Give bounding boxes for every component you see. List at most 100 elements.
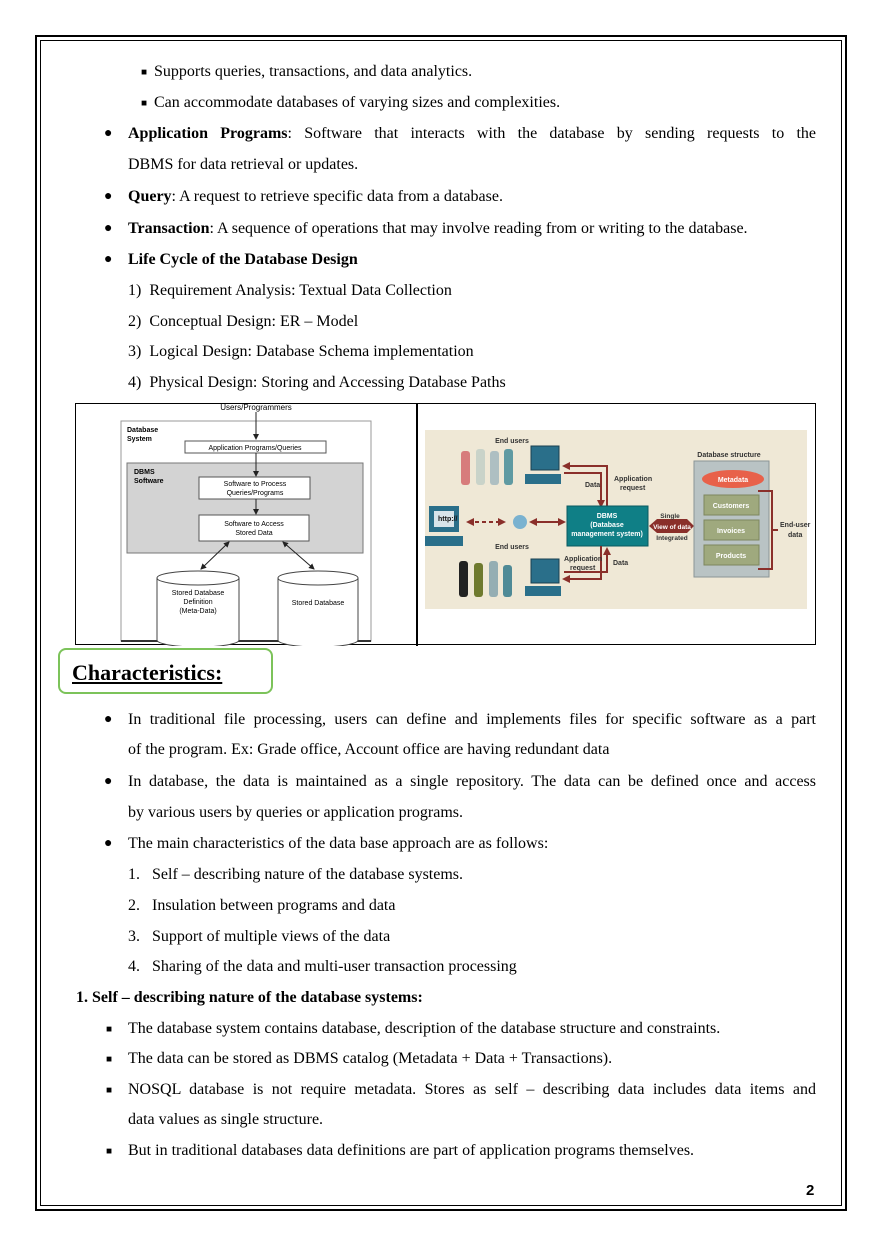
life-cycle-item: 1) Requirement Analysis: Textual Data Co…	[128, 281, 452, 301]
bullet-icon: ●	[104, 836, 113, 851]
definition-text: DBMS for data retrieval or updates.	[128, 156, 359, 173]
item-text: Self – describing nature of the database…	[152, 866, 464, 883]
bullet-icon: ●	[104, 774, 113, 789]
end-user-data-label: End-user	[780, 522, 811, 529]
dbms-label: management system)	[571, 531, 643, 538]
definition-query: Query: A request to retrieve specific da…	[128, 187, 503, 207]
products-box	[703, 544, 760, 566]
structure-title: Database structure	[697, 452, 761, 459]
characteristic-item: 4. Sharing of the data and multi-user tr…	[128, 957, 517, 977]
view-arrow-icon	[649, 519, 694, 533]
access-label: Stored Data	[235, 530, 272, 537]
app-request-label: request	[620, 485, 646, 492]
characteristics-heading-box	[58, 648, 273, 694]
metadata-label: (Meta-Data)	[179, 608, 216, 615]
system-label: System	[127, 436, 152, 443]
data-label: Data	[585, 482, 600, 489]
life-cycle-heading: Life Cycle of the Database Design	[128, 250, 358, 270]
square-bullet-icon: ■	[106, 1054, 113, 1065]
square-bullet-icon: ■	[106, 1146, 113, 1157]
single-label: Single	[660, 513, 680, 520]
characteristic-bullet: In database, the data is maintained as a…	[128, 773, 816, 790]
item-number: 1.	[128, 866, 140, 883]
products-label: Products	[716, 553, 746, 560]
dbms-label: DBMS	[597, 513, 618, 520]
dbms-label: (Database	[590, 522, 624, 529]
app-request-label: Application	[614, 476, 652, 483]
integrated-label: Integrated	[656, 535, 687, 542]
metadata-oval	[702, 470, 764, 488]
process-label: Software to Process	[224, 481, 287, 488]
life-cycle-item: 4) Physical Design: Storing and Accessin…	[128, 373, 506, 393]
life-cycle-item: 2) Conceptual Design: ER – Model	[128, 312, 358, 332]
bullet-icon: ●	[104, 221, 113, 236]
users-label: Users/Programmers	[220, 404, 292, 412]
customers-label: Customers	[713, 503, 750, 510]
characteristic-item: 2. Insulation between programs and data	[128, 896, 395, 916]
bullet-icon: ●	[104, 712, 113, 727]
process-box	[198, 476, 311, 500]
stored-db-label: Stored Database	[292, 600, 345, 607]
computer-top-icon	[525, 445, 561, 484]
term: Query	[128, 188, 172, 205]
data-label: Data	[613, 560, 628, 567]
definition-transaction: Transaction: A sequence of operations th…	[128, 219, 748, 239]
page-border	[35, 35, 847, 1211]
definition-text: : A request to retrieve specific data fr…	[171, 188, 503, 205]
square-bullet-icon: ■	[141, 98, 148, 109]
item-number: 3)	[128, 343, 142, 360]
square-bullet-icon: ■	[106, 1024, 113, 1035]
web-computer-icon	[425, 506, 463, 546]
figure-panel: Users/Programmers Database System Applic…	[75, 403, 816, 648]
process-label: Queries/Programs	[227, 490, 284, 497]
computer-bottom-icon	[525, 558, 561, 596]
characteristic-item: 3. Support of multiple views of the data	[128, 927, 390, 947]
dbms-environment-diagram: End users http:// End users	[425, 430, 811, 609]
item-number: 3.	[128, 928, 140, 945]
section-bullet: But in traditional databases data defini…	[128, 1142, 695, 1159]
item-number: 4)	[128, 374, 142, 391]
http-label: http://	[438, 516, 457, 523]
system-label: Database	[127, 427, 158, 434]
item-text: Logical Design: Database Schema implemen…	[149, 343, 474, 360]
invoices-box	[703, 519, 760, 541]
network-globe-icon	[513, 515, 527, 529]
term: Transaction	[128, 220, 210, 237]
square-bullet-icon: ■	[141, 67, 148, 78]
app-request-label: request	[570, 565, 596, 572]
end-user-data-label: data	[788, 532, 803, 539]
bullet-icon: ●	[104, 252, 113, 267]
metadata-cylinder: Stored Database Definition (Meta-Data)	[156, 570, 240, 648]
life-cycle-item: 3) Logical Design: Database Schema imple…	[128, 342, 474, 362]
app-programs-label: Application Programs/Queries	[209, 445, 302, 452]
page-number: 2	[806, 1182, 815, 1199]
characteristic-bullet: The main characteristics of the data bas…	[128, 835, 549, 852]
dbms-label: DBMS	[134, 469, 155, 476]
item-text: Support of multiple views of the data	[152, 928, 391, 945]
sub-bullet: Supports queries, transactions, and data…	[154, 63, 473, 80]
characteristics-heading: Characteristics:	[72, 660, 223, 685]
section-bullet: The data can be stored as DBMS catalog (…	[128, 1050, 613, 1067]
bullet-icon: ●	[104, 126, 113, 141]
section-bullet: The database system contains database, d…	[128, 1020, 721, 1037]
bullet-icon: ●	[104, 189, 113, 204]
access-label: Software to Access	[224, 521, 284, 528]
section-bullet: NOSQL database is not require metadata. …	[128, 1081, 816, 1098]
characteristic-bullet-cont: by various users by queries or applicati…	[128, 804, 464, 821]
item-text: Conceptual Design: ER – Model	[149, 313, 359, 330]
access-box	[198, 514, 310, 542]
square-bullet-icon: ■	[106, 1085, 113, 1096]
definition-text: : Software that interacts with the datab…	[287, 125, 816, 142]
term: Application Programs	[128, 125, 288, 142]
people-group-top-icon	[461, 449, 513, 485]
characteristic-bullet-cont: of the program. Ex: Grade office, Accoun…	[128, 741, 610, 758]
characteristic-bullet: In traditional file processing, users ca…	[128, 711, 816, 728]
dbms-label: Software	[134, 478, 164, 485]
definition-text: : A sequence of operations that may invo…	[209, 220, 748, 237]
term: Life Cycle of the Database Design	[128, 251, 358, 268]
section-heading: 1. Self – describing nature of the datab…	[76, 989, 423, 1006]
item-text: Requirement Analysis: Textual Data Colle…	[149, 282, 452, 299]
end-users-label: End users	[495, 438, 529, 445]
view-label: View of data	[653, 524, 691, 531]
invoices-label: Invoices	[717, 528, 745, 535]
